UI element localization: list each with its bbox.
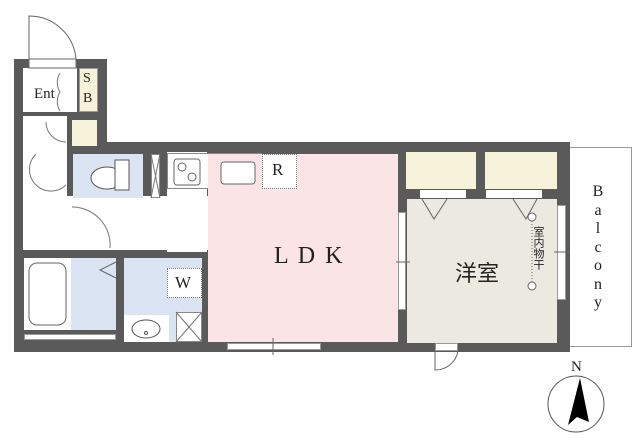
compass-icon <box>548 376 604 432</box>
hall-area <box>23 116 67 250</box>
ldk-room <box>208 154 398 342</box>
label-shoebox-b: B <box>83 91 93 106</box>
entrance-area <box>23 68 77 112</box>
balcony <box>570 147 632 347</box>
shoe-box <box>79 68 98 112</box>
label-refrigerator: R <box>272 160 284 179</box>
washer-space <box>167 268 202 298</box>
compass-north-label: N <box>571 359 582 375</box>
closet-right <box>485 152 557 189</box>
closet-door-left[interactable] <box>420 190 466 198</box>
label-shoebox-s: S <box>83 71 91 86</box>
closet-door-right[interactable] <box>486 190 542 198</box>
label-western-room: 洋室 <box>455 262 500 287</box>
window-bath <box>24 334 116 340</box>
refrigerator-space <box>262 154 297 189</box>
closet-left <box>406 152 476 189</box>
window-ldk-bottom <box>227 343 321 350</box>
western-room <box>407 199 557 343</box>
storage-small <box>72 120 97 146</box>
label-washer: W <box>175 273 192 292</box>
window-partition <box>398 212 406 310</box>
label-entrance: Ent <box>34 86 55 102</box>
label-indoor-drying: 室内物干 <box>532 226 545 270</box>
label-balcony: B a l c o n y <box>592 183 604 311</box>
door-western[interactable] <box>435 343 458 351</box>
label-ldk: L D K <box>274 243 345 269</box>
